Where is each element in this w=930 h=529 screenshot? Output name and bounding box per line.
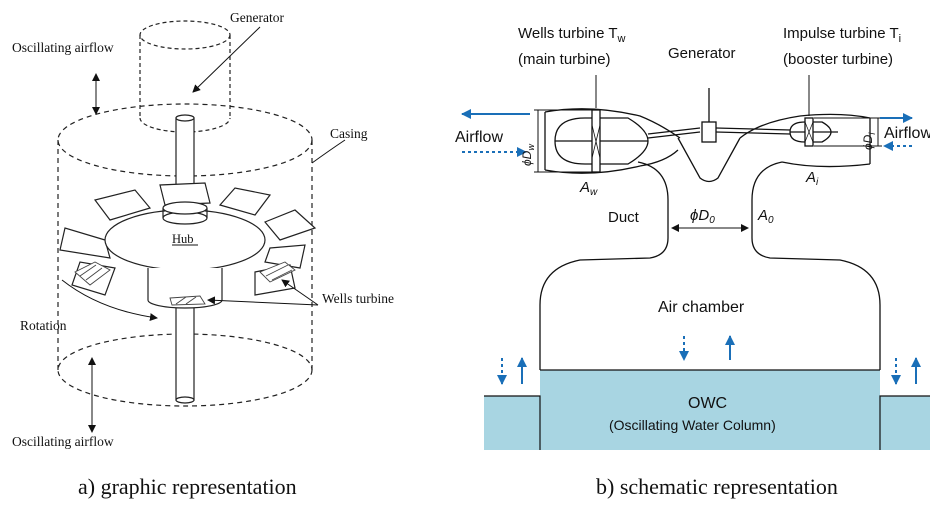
label-rotation: Rotation — [20, 318, 67, 333]
label-aw: Aw — [579, 179, 598, 198]
airflow-arrows — [461, 109, 921, 385]
impulse-turbine-housing — [715, 113, 871, 168]
label-hub: Hub — [172, 232, 194, 246]
label-airflow-left: Airflow — [455, 129, 503, 146]
label-a0: A0 — [757, 207, 774, 226]
label-ai: Ai — [805, 169, 819, 188]
label-owc: OWC — [688, 395, 727, 412]
wells-turbine-graphic — [57, 20, 317, 407]
label-wells-turbine-title: Wells turbine Tw — [518, 25, 626, 45]
label-di: ϕDi — [861, 132, 877, 150]
left-annotations — [61, 26, 346, 433]
label-wells-turbine: Wells turbine — [322, 291, 394, 306]
label-generator-schematic: Generator — [668, 45, 736, 62]
generator-schematic — [677, 88, 741, 183]
shaft-lower — [175, 299, 195, 401]
wells-turbine-housing — [544, 108, 701, 174]
caption-right: b) schematic representation — [596, 474, 838, 499]
label-impulse-turbine-title: Impulse turbine Ti — [783, 25, 901, 45]
air-chamber-outline — [539, 161, 881, 370]
label-main-turbine: (main turbine) — [518, 51, 611, 68]
left-labels: Generator Oscillating airflow Casing Hub… — [12, 10, 394, 449]
label-casing: Casing — [330, 126, 368, 141]
label-owc-sub: (Oscillating Water Column) — [609, 417, 776, 433]
label-duct: Duct — [608, 209, 640, 226]
label-oscillating-airflow-bottom: Oscillating airflow — [12, 434, 114, 449]
label-booster-turbine: (booster turbine) — [783, 51, 893, 68]
label-airflow-right: Airflow — [884, 125, 930, 142]
label-oscillating-airflow-top: Oscillating airflow — [12, 40, 114, 55]
caption-left: a) graphic representation — [78, 474, 297, 499]
owc-water — [484, 369, 930, 450]
dimension-lines — [534, 75, 882, 232]
label-d0: ϕD0 — [690, 207, 715, 226]
label-air-chamber: Air chamber — [658, 299, 745, 316]
right-labels: Wells turbine Tw (main turbine) Generato… — [455, 25, 930, 433]
label-dw: ϕDw — [520, 144, 536, 166]
label-generator: Generator — [230, 10, 284, 25]
